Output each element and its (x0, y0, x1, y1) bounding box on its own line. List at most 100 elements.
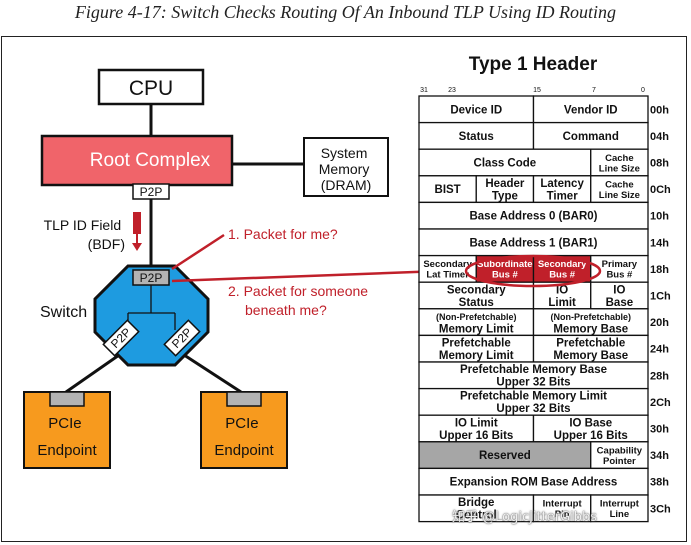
cpu-label: CPU (129, 77, 173, 100)
cpu-box (97, 68, 205, 106)
annotation-packet-beneath: 2. Packet for someone beneath me? (228, 283, 372, 318)
endpoint-right-port (226, 391, 262, 407)
register-field-box (418, 228, 649, 257)
register-offset: 38h (650, 477, 669, 489)
register-offset: 1Ch (650, 291, 671, 303)
bit-number: 31 (420, 87, 428, 94)
register-field-box (418, 361, 649, 390)
register-field-box (418, 494, 535, 523)
register-field-box (418, 387, 649, 416)
register-offset: 28h (650, 370, 669, 382)
register-field-box (418, 467, 649, 496)
register-field-box (532, 494, 592, 523)
bit-number: 0 (641, 87, 645, 94)
register-offset: 04h (650, 131, 669, 143)
register-field-label: Command (563, 131, 619, 143)
register-offset: 10h (650, 211, 669, 223)
root-complex-label: Root Complex (90, 150, 211, 171)
header-title: Type 1 Header (469, 54, 598, 75)
bit-numbers: 31 23 15 7 0 (420, 87, 645, 94)
register-field-box (532, 334, 649, 363)
bit-number: 7 (592, 87, 596, 94)
register-field-label: (Non-Prefetchable)Memory Base (550, 312, 631, 336)
register-field-label: Reserved (479, 450, 531, 462)
endpoint-left-label: PCIe Endpoint (37, 415, 97, 459)
tlp-arrow-head-icon (132, 243, 142, 251)
register-offset: 00h (650, 104, 669, 116)
register-field-label: Device ID (450, 104, 502, 116)
annotation-line-1 (171, 233, 225, 271)
connector-lines (65, 104, 304, 394)
register-offset: 18h (650, 264, 669, 276)
register-offset: 0Ch (650, 184, 671, 196)
register-field-box (418, 201, 649, 230)
register-field-label: Status (459, 131, 494, 143)
register-field-box (532, 121, 649, 150)
bit-number: 15 (533, 87, 541, 94)
watermark-text: 知乎 @LogicJitterGibbs (452, 510, 598, 525)
register-field-box (590, 281, 649, 310)
register-field-label: Vendor ID (564, 104, 618, 116)
register-field-box (418, 148, 592, 177)
tlp-packet-icon (133, 212, 141, 234)
switch-label: Switch (40, 304, 87, 321)
register-field-label: Expansion ROM Base Address (450, 477, 618, 489)
register-offset: 14h (650, 237, 669, 249)
bit-number: 23 (448, 87, 456, 94)
figure-frame (1, 36, 687, 542)
register-offset: 2Ch (650, 397, 671, 409)
register-offset: 34h (650, 450, 669, 462)
figure-caption: Figure 4-17: Switch Checks Routing Of An… (74, 2, 617, 22)
endpoint-left-port (49, 391, 85, 407)
switch-upstream-p2p-label: P2P (140, 271, 163, 285)
register-field-label: BIST (435, 184, 461, 196)
register-field-box (532, 414, 649, 443)
register-offset: 20h (650, 317, 669, 329)
root-p2p-label: P2P (140, 185, 163, 199)
register-field-box (418, 95, 535, 124)
switch-upstream-p2p (132, 269, 170, 286)
register-field-box (590, 441, 649, 470)
system-memory-label: System Memory (DRAM) (319, 145, 373, 193)
endpoint-right-label: PCIe Endpoint (214, 415, 274, 459)
register-field-label: Base Address 0 (BAR0) (469, 211, 597, 223)
register-offset: 30h (650, 424, 669, 436)
register-offset: 24h (650, 344, 669, 356)
system-memory-box (303, 137, 389, 197)
annotation-packet-for-me: 1. Packet for me? (228, 226, 338, 242)
register-field-label: (Non-Prefetchable)Memory Limit (436, 312, 517, 336)
switch-right-line (180, 351, 242, 394)
root-p2p-box (132, 183, 170, 200)
tlp-id-field-label: TLP ID Field (BDF) (44, 217, 125, 252)
register-offset: 3Ch (650, 503, 671, 515)
highlight-ellipse (464, 254, 602, 288)
register-offset: 08h (650, 158, 669, 170)
register-field-label: Class Code (474, 158, 537, 170)
register-field-box (418, 414, 535, 443)
register-field-label: Base Address 1 (BAR1) (469, 237, 597, 249)
register-field-box (590, 494, 649, 523)
